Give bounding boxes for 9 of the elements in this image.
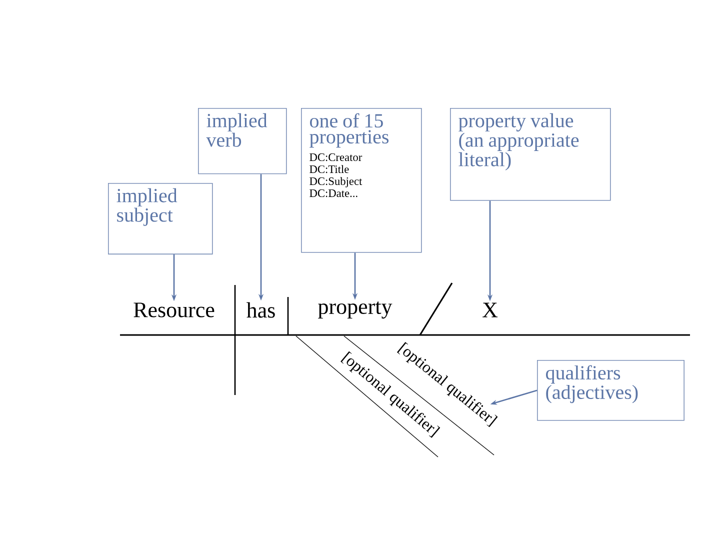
diagram-word: X bbox=[482, 302, 498, 318]
diagram-word: property bbox=[318, 301, 392, 319]
text-box: implied subject bbox=[108, 183, 213, 254]
text-box: one of 15 properties DC:Creator DC:Title DC:Subject DC:Date... bbox=[301, 108, 422, 253]
diagram-word: Resource bbox=[134, 302, 214, 318]
diagram-word: has bbox=[246, 302, 275, 318]
text-box: property value (an appropriate literal) bbox=[450, 108, 611, 201]
text-box: implied verb bbox=[198, 108, 287, 174]
text-box: qualifiers (adjectives) bbox=[537, 360, 684, 421]
